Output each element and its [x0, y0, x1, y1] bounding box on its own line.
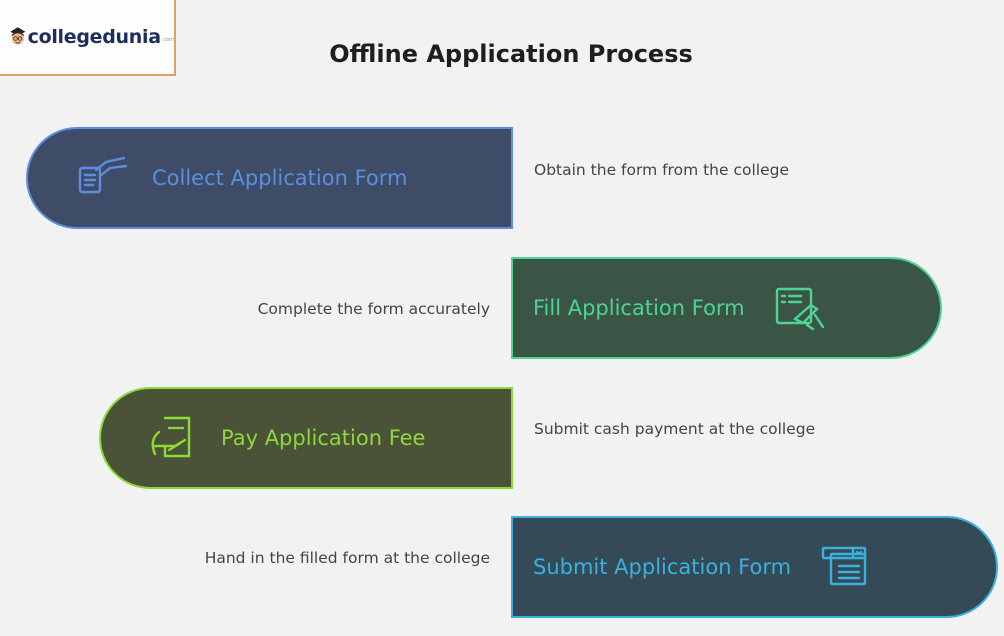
step-description: Complete the form accurately	[257, 300, 490, 318]
mascot-icon	[10, 27, 26, 45]
brand-suffix: .com	[161, 37, 174, 43]
step-label: Pay Application Fee	[221, 426, 426, 450]
step-label: Collect Application Form	[152, 166, 408, 190]
hand-document-icon	[78, 156, 128, 194]
step-description: Obtain the form from the college	[534, 161, 789, 179]
step-label: Fill Application Form	[533, 296, 745, 320]
submit-form-icon	[821, 546, 867, 586]
step-pay-fee: Pay Application Fee	[99, 387, 513, 489]
step-collect-form: Collect Application Form	[26, 127, 513, 229]
step-label: Submit Application Form	[533, 555, 792, 579]
brand-name: collegedunia	[27, 26, 161, 48]
step-description: Hand in the filled form at the college	[204, 549, 490, 567]
step-submit-form: Submit Application Form	[511, 516, 998, 618]
logo: collegedunia .com	[0, 0, 176, 76]
form-writing-icon	[775, 287, 824, 331]
payment-receipt-icon	[151, 416, 191, 458]
step-description: Submit cash payment at the college	[534, 420, 816, 438]
step-fill-form: Fill Application Form	[511, 257, 942, 359]
page-title: Offline Application Process	[329, 40, 693, 68]
